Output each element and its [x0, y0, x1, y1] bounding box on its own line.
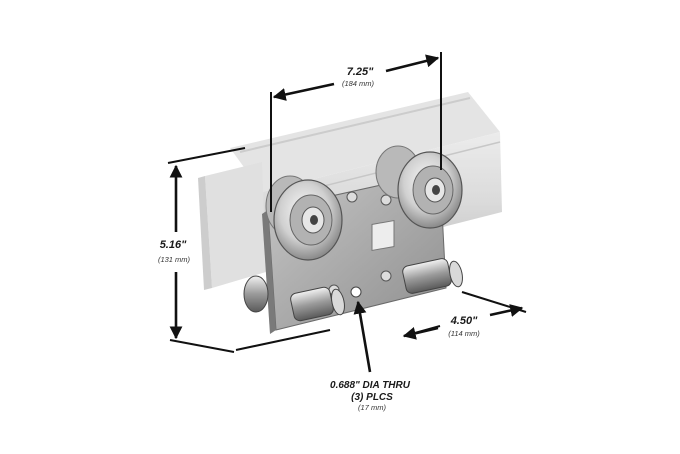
guide-roller-center — [290, 286, 345, 322]
wheel-front-left — [273, 179, 343, 261]
dimension-width: 7.25" (184 mm) — [270, 52, 442, 212]
guide-roller-left — [243, 275, 269, 313]
height-value: 5.16" — [160, 239, 187, 251]
callout-line3: (17 mm) — [358, 403, 386, 412]
depth-value: 4.50" — [450, 315, 478, 327]
width-metric: (184 mm) — [342, 79, 375, 88]
dimension-depth: 4.50" (114 mm) — [235, 291, 527, 351]
guide-roller-right — [402, 258, 463, 294]
wheel-front-right — [397, 151, 463, 229]
callout-line2: (3) PLCS — [351, 392, 393, 403]
callout-line1: 0.688" DIA THRU — [330, 380, 411, 391]
height-metric: (131 mm) — [158, 255, 191, 264]
hole-callout: 0.688" DIA THRU (3) PLCS (17 mm) — [330, 300, 411, 412]
dimension-height: 5.16" (131 mm) — [158, 147, 246, 353]
depth-metric: (114 mm) — [448, 329, 480, 338]
thru-hole — [350, 286, 362, 298]
width-value: 7.25" — [347, 66, 374, 78]
trolley-illustration — [198, 92, 502, 334]
